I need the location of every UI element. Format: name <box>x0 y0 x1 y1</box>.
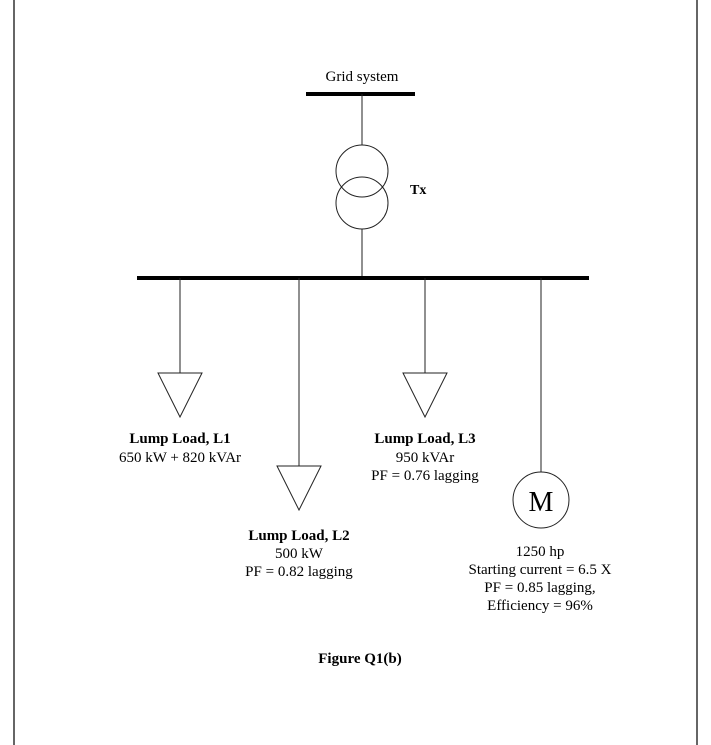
load-l2-title: Lump Load, L2 <box>248 528 349 544</box>
load-l3-pf: PF = 0.76 lagging <box>371 468 479 484</box>
load-l3-reactive: 950 kVAr <box>396 450 454 466</box>
load-l3-title: Lump Load, L3 <box>374 431 475 447</box>
transformer-secondary-winding <box>335 176 389 230</box>
motor-rating: 1250 hp <box>516 544 565 560</box>
transformer-label: Tx <box>410 183 426 198</box>
load-l1-spec: 650 kW + 820 kVAr <box>119 450 241 466</box>
motor-symbol-letter: M <box>529 487 554 518</box>
motor-pf: PF = 0.85 lagging, <box>484 580 595 596</box>
load-l1-symbol <box>157 372 203 419</box>
motor-starting-current: Starting current = 6.5 X <box>468 562 611 578</box>
load-l2-pf: PF = 0.82 lagging <box>245 564 353 580</box>
load-l1-title: Lump Load, L1 <box>129 431 230 447</box>
load-l2-power: 500 kW <box>275 546 324 562</box>
load-l3-symbol <box>402 372 448 419</box>
transformer-symbol <box>335 144 389 230</box>
grid-system-label: Grid system <box>326 69 399 85</box>
motor-symbol <box>512 471 570 529</box>
load-l2-symbol <box>276 465 322 512</box>
transformer-primary-winding <box>335 144 389 198</box>
motor-efficiency: Efficiency = 96% <box>487 598 593 614</box>
figure-caption: Figure Q1(b) <box>318 651 401 667</box>
